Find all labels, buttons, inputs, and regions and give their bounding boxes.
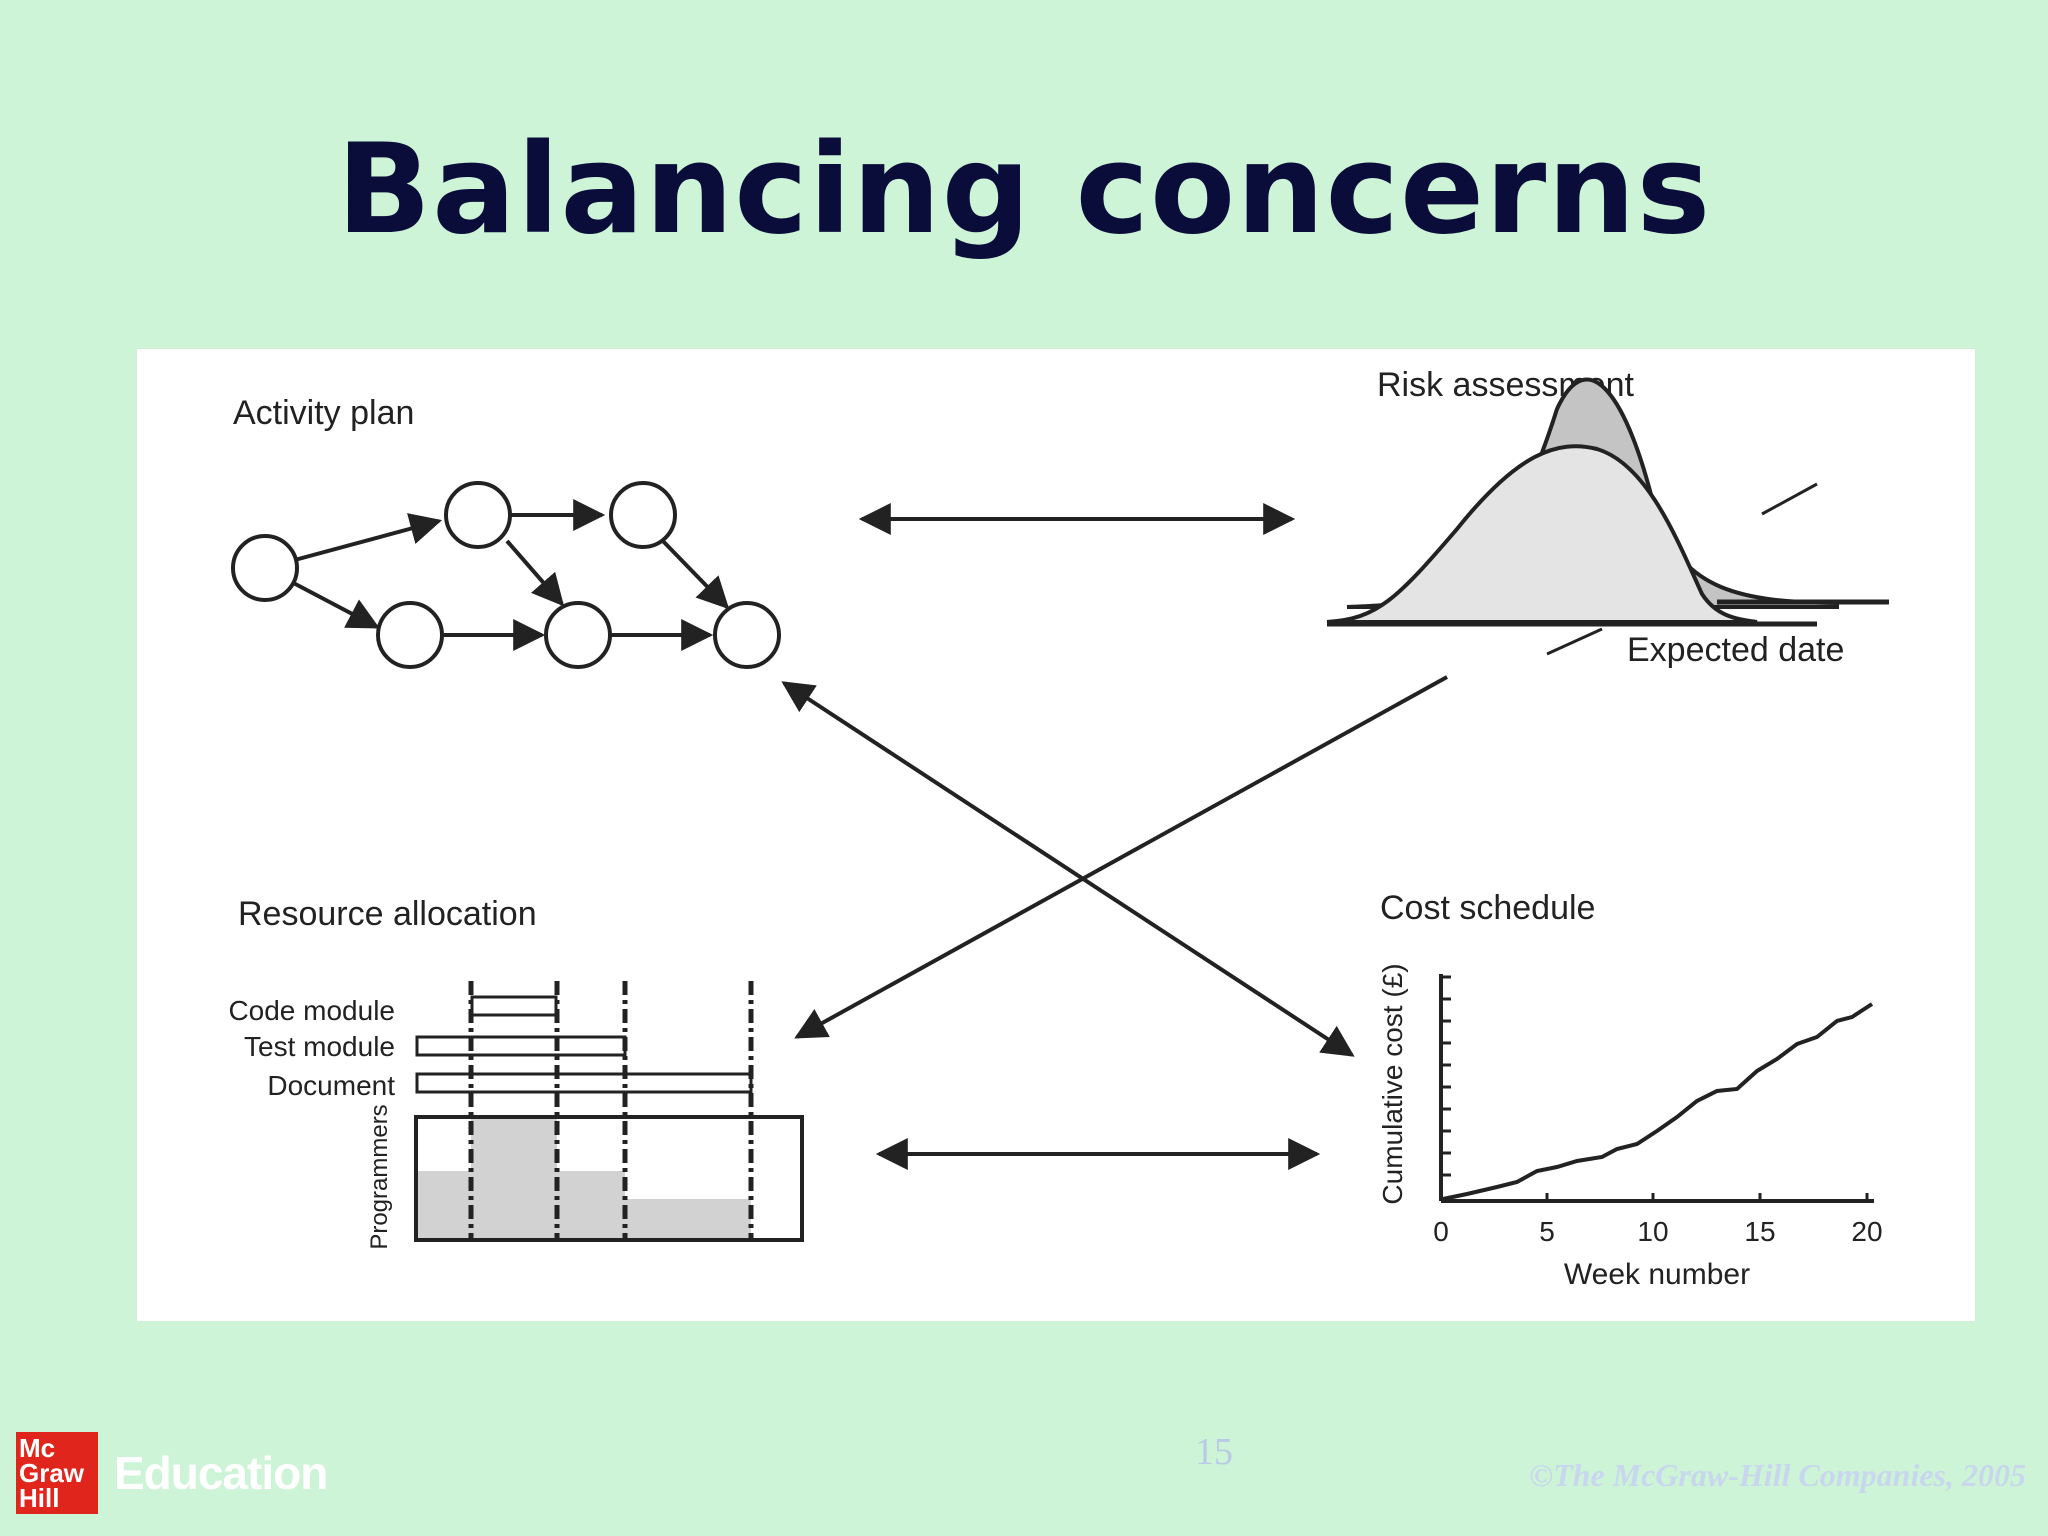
logo-line: Graw xyxy=(19,1458,85,1488)
copyright-notice: ©The McGraw-Hill Companies, 2005 xyxy=(1529,1457,2026,1493)
histogram-fill xyxy=(471,1119,557,1238)
resource-gantt xyxy=(415,995,753,1094)
network-edge xyxy=(658,536,730,610)
bar-test-module xyxy=(415,1035,627,1057)
cost-line xyxy=(1442,1002,1874,1201)
balancing-concerns-diagram: Activity plan Risk assessment Exp xyxy=(137,349,1975,1321)
network-node xyxy=(609,481,677,549)
programmers-histogram xyxy=(414,1115,804,1242)
risk-pointer xyxy=(1761,482,1818,516)
arrow-activity-cost xyxy=(781,681,1355,1057)
histogram-fill xyxy=(625,1199,751,1238)
x-tick-label: 10 xyxy=(1637,1216,1668,1247)
slide-title: Balancing concerns xyxy=(336,118,1712,262)
logo-line: Hill xyxy=(19,1483,60,1513)
cost-y-axis-label: Cumulative cost (£) xyxy=(1377,963,1408,1204)
connector-arrows xyxy=(781,503,1448,1170)
bar-document xyxy=(415,1072,753,1094)
activity-network xyxy=(231,481,781,669)
expected-date-label: Expected date xyxy=(1627,631,1844,669)
histogram-fill xyxy=(418,1171,471,1238)
programmers-axis-label: Programmers xyxy=(366,1104,393,1249)
cost-x-ticks xyxy=(1439,1193,1869,1201)
education-brand: Education xyxy=(114,1447,328,1499)
page-number: 15 xyxy=(1195,1431,1233,1473)
x-tick-label: 20 xyxy=(1851,1216,1882,1247)
activity-plan-label: Activity plan xyxy=(233,394,414,432)
network-edge xyxy=(505,539,565,607)
expected-date-pointer xyxy=(1546,627,1603,656)
network-node xyxy=(444,481,512,549)
cost-x-axis-label: Week number xyxy=(1564,1258,1750,1291)
network-node xyxy=(713,601,781,669)
cost-axes xyxy=(1439,974,1874,1203)
resource-allocation-label: Resource allocation xyxy=(238,895,537,933)
cost-y-ticks xyxy=(1441,975,1451,1177)
resource-row-code-module: Code module xyxy=(228,995,395,1026)
diagram-svg: Activity plan Risk assessment Exp xyxy=(228,366,1889,1291)
risk-curve-early xyxy=(1326,444,1758,624)
network-node xyxy=(231,534,299,602)
resource-dividers xyxy=(468,981,754,1242)
arrow-risk-resource xyxy=(794,675,1448,1039)
x-tick-label: 0 xyxy=(1433,1216,1449,1247)
resource-row-test-module: Test module xyxy=(244,1031,395,1062)
resource-row-document: Document xyxy=(267,1070,395,1101)
cost-schedule-label: Cost schedule xyxy=(1380,889,1595,927)
x-tick-label: 15 xyxy=(1744,1216,1775,1247)
x-tick-label: 5 xyxy=(1539,1216,1555,1247)
risk-distribution-curves xyxy=(1326,377,1889,656)
network-node xyxy=(376,601,444,669)
bar-code-module xyxy=(470,995,558,1017)
network-node xyxy=(544,601,612,669)
histogram-fill xyxy=(557,1171,625,1238)
logo-line: Mc xyxy=(19,1433,56,1463)
mcgraw-hill-logo: Mc Graw Hill xyxy=(16,1432,98,1514)
